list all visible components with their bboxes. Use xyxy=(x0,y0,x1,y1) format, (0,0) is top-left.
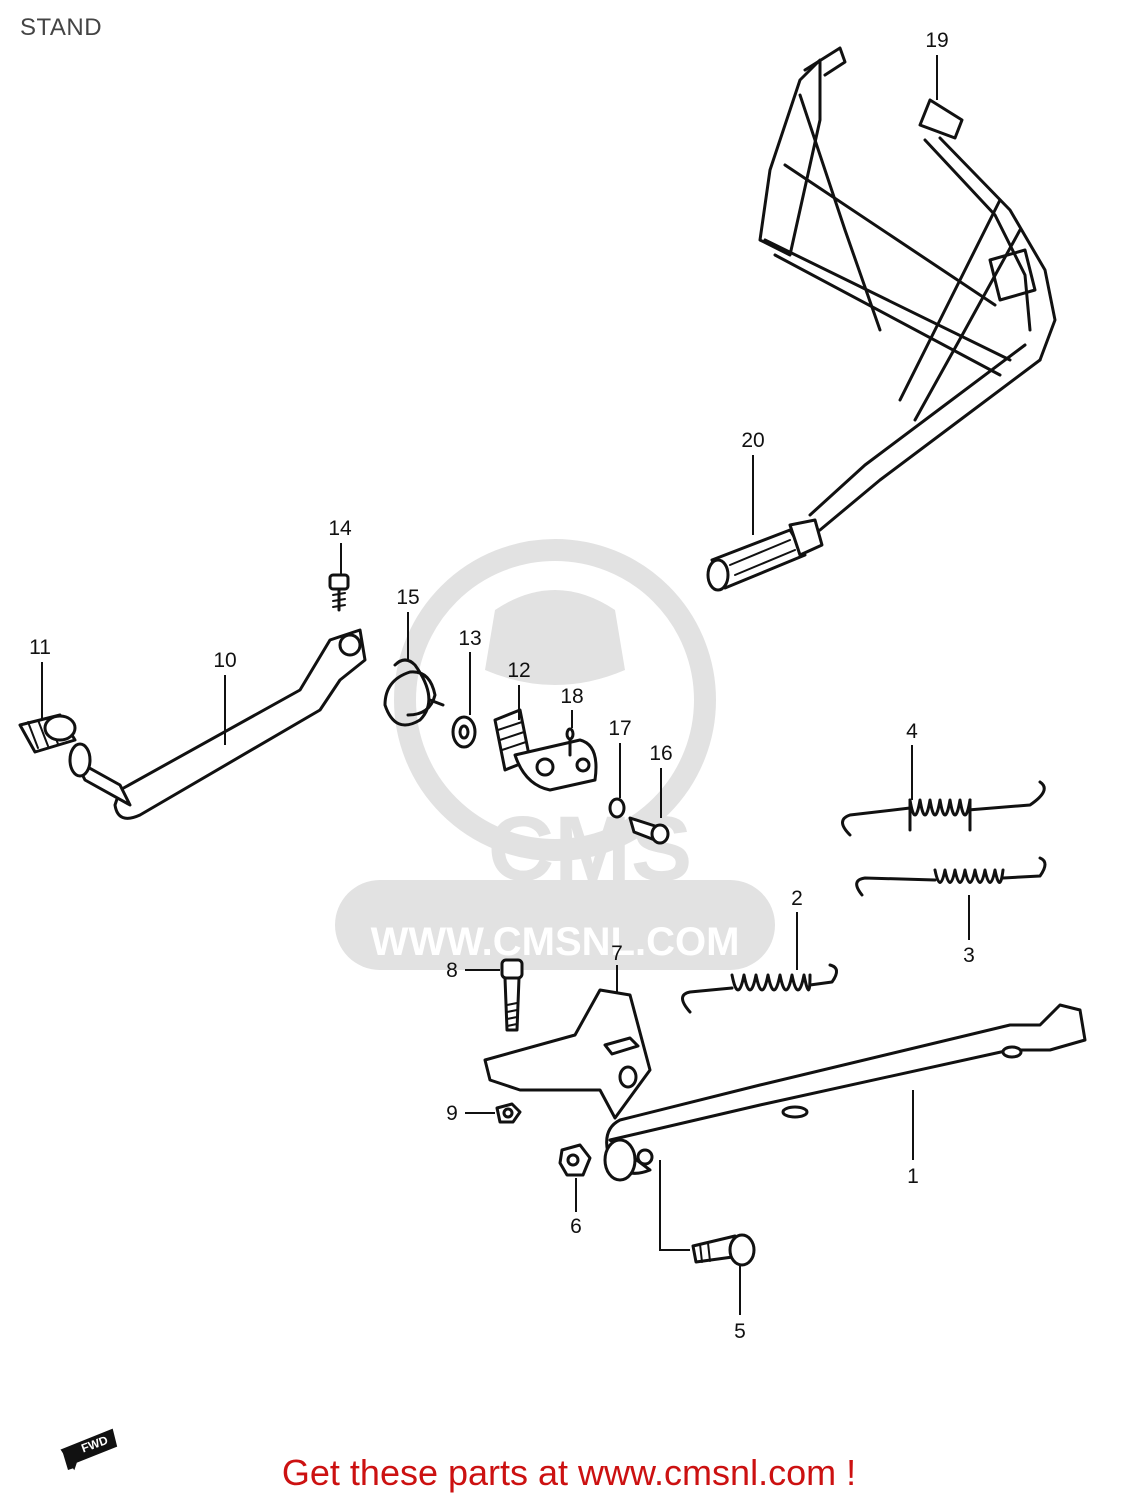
callout-11: 11 xyxy=(29,636,51,659)
part-9-nut xyxy=(495,1102,522,1124)
callout-13: 13 xyxy=(458,627,481,650)
part-19-frame xyxy=(758,46,1057,532)
part-15-spring xyxy=(383,658,445,727)
part-7-bracket xyxy=(483,988,652,1120)
callout-10: 10 xyxy=(213,649,236,672)
part-18-pin xyxy=(565,727,575,757)
callout-18: 18 xyxy=(560,685,583,708)
part-20-grip xyxy=(706,518,824,592)
watermark-url: WWW.CMSNL.COM xyxy=(371,920,740,964)
part-4-spring xyxy=(841,780,1046,837)
part-6-nut xyxy=(558,1143,592,1177)
callout-6: 6 xyxy=(570,1215,582,1238)
callout-14: 14 xyxy=(328,517,352,540)
callout-5: 5 xyxy=(734,1320,746,1343)
part-3-spring xyxy=(855,856,1047,897)
watermark: CMS WWW.CMSNL.COM xyxy=(335,539,775,970)
callout-12: 12 xyxy=(507,659,530,682)
footer-link[interactable]: Get these parts at www.cmsnl.com ! xyxy=(281,1452,857,1493)
watermark-helmet xyxy=(485,590,625,685)
part-14-bolt xyxy=(328,573,350,612)
callout-labels: 1 2 3 4 5 6 7 8 9 10 11 12 13 14 15 16 1… xyxy=(29,29,975,1343)
callout-9: 9 xyxy=(446,1102,458,1125)
callout-16: 16 xyxy=(649,742,672,765)
part-2-spring xyxy=(681,963,838,1014)
part-1-side-stand xyxy=(603,1003,1087,1182)
part-16-pin xyxy=(628,816,670,845)
callout-2: 2 xyxy=(791,887,803,910)
callout-15: 15 xyxy=(396,586,419,609)
callout-4: 4 xyxy=(906,720,918,743)
watermark-banner xyxy=(335,880,775,970)
part-10-pedal-arm xyxy=(68,628,367,820)
callout-7: 7 xyxy=(611,942,623,965)
watermark-ring xyxy=(394,539,716,861)
callout-1: 1 xyxy=(907,1165,919,1188)
part-11-pedal-rubber xyxy=(18,713,77,754)
callout-8: 8 xyxy=(446,959,458,982)
callout-20: 20 xyxy=(741,429,764,452)
part-12-shaft-lever xyxy=(493,708,598,792)
watermark-brand: CMS xyxy=(488,798,692,900)
callout-19: 19 xyxy=(925,29,948,52)
fwd-arrow-icon: FWD xyxy=(60,1428,118,1471)
leader-lines xyxy=(41,55,970,1315)
page-title: STAND xyxy=(20,14,103,41)
part-8-bolt xyxy=(500,958,524,1032)
part-17-washer xyxy=(608,797,626,819)
part-13-washer xyxy=(451,715,477,749)
callout-3: 3 xyxy=(963,944,975,967)
callout-17: 17 xyxy=(608,717,631,740)
part-5-bolt xyxy=(691,1233,756,1267)
